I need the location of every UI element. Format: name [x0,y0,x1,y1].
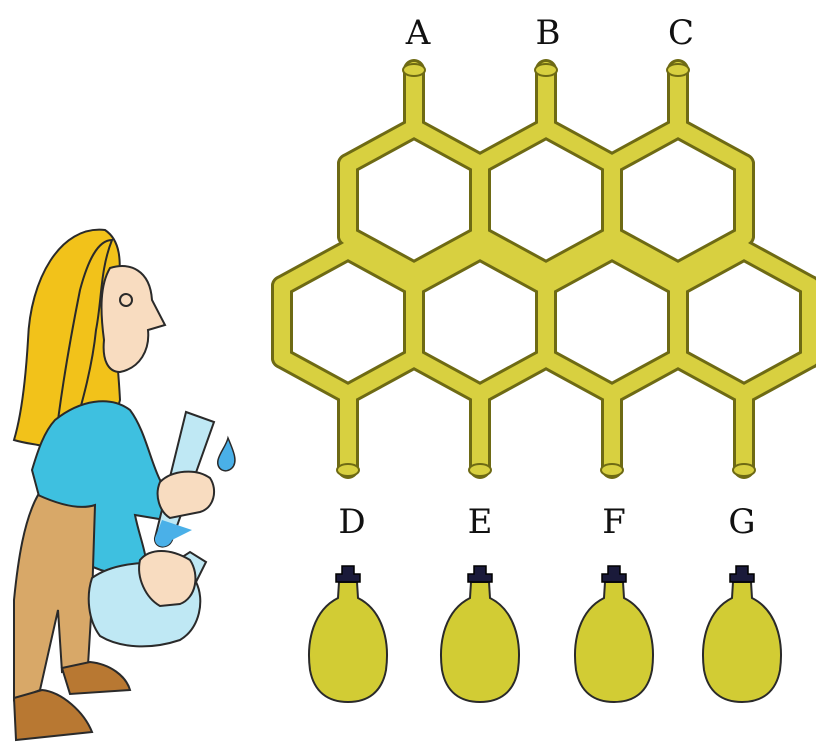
pipe-segment [472,350,554,402]
pipe-segment [670,120,752,172]
pipe-segment [604,242,686,294]
pipe-segment [538,228,620,280]
bottle-body [574,581,654,704]
scientist-illustration [12,228,236,742]
pipe-segment [406,350,488,402]
pipe-segment [406,228,488,280]
pipe-segment [604,350,686,402]
pipe-segment [538,120,620,172]
pipe-segment [604,228,686,280]
pipe-segment [670,350,752,402]
outlet-label-e: E [468,502,493,542]
hand-lower [138,550,197,608]
eye [119,293,133,307]
shoe-front [12,688,94,742]
bottle-cork [467,565,493,583]
pipe-segment [406,120,488,172]
bottle-cork [729,565,755,583]
inlet-label-a: A [405,13,431,53]
bottle-body [440,581,520,704]
outlet-label-d: D [338,502,365,542]
bottle-g [702,565,782,704]
pipe-segment [274,350,356,402]
face [100,265,167,374]
pipe-segment [670,242,752,294]
pipe-segment [406,242,488,294]
outlet-pipe-end [336,463,360,477]
pipe-network [271,59,816,479]
bottle-body [702,581,782,704]
pipe-segment [340,242,422,294]
bottle-d [308,565,388,704]
bottle-cork [601,565,627,583]
outlet-label-f: F [602,502,626,542]
outlet-pipe-end [468,463,492,477]
pipe-segment [472,242,554,294]
pipe-segment [538,242,620,294]
outlet-pipe-end [600,463,624,477]
bottle-e [440,565,520,704]
hand-upper [156,470,216,520]
inlet-pipe-end [666,63,690,77]
inlet-pipe-end [402,63,426,77]
pipe-segment [340,120,422,172]
water-drop [217,435,236,472]
pipe-segment [274,242,356,294]
pipe-segment [538,350,620,402]
shoe-back [60,660,132,696]
inlet-pipe-end [534,63,558,77]
pipe-segment [472,120,554,172]
bottle-cork [335,565,361,583]
pipe-segment [340,228,422,280]
bottles [308,565,782,704]
pipe-segment [340,350,422,402]
pipe-segment [736,350,816,402]
outlet-pipe-end [732,463,756,477]
bottle-body [308,581,388,704]
pipe-segment [670,228,752,280]
pipe-segment [472,228,554,280]
outlet-label-g: G [728,502,755,542]
pipe-segment [604,120,686,172]
inlet-label-c: C [668,13,694,53]
inlet-label-b: B [536,13,561,53]
pipe-segment [736,242,816,294]
bottle-f [574,565,654,704]
